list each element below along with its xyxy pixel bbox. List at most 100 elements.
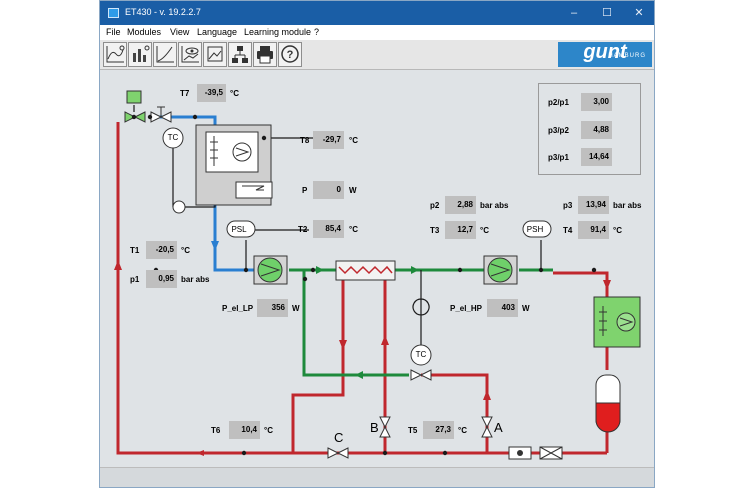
- menu-bar: File Modules View Language Learning modu…: [100, 25, 654, 40]
- sensor-junctions: [131, 114, 597, 456]
- t1-value: -20,5: [146, 241, 177, 259]
- t8-value: -29,7: [313, 131, 344, 149]
- maximize-button[interactable]: ☐: [602, 7, 612, 19]
- title-bar: ET430 - v. 19.2.2.7 – ☐ ✕: [100, 1, 654, 25]
- p-el-lp-label: P_el_LP: [222, 304, 254, 313]
- valve-c-label: C: [334, 430, 344, 445]
- psh-switch: [522, 220, 552, 238]
- valve-b: [379, 416, 391, 438]
- menu-view[interactable]: View: [170, 27, 190, 37]
- p3-unit: bar abs: [613, 201, 642, 210]
- ratio-p3-p1-value: 14,64: [581, 148, 612, 166]
- p-el-hp-label: P_el_HP: [450, 304, 483, 313]
- flow-arrows: [114, 241, 611, 456]
- p-label: P: [302, 186, 308, 195]
- menu-file[interactable]: File: [106, 27, 121, 37]
- p2-unit: bar abs: [480, 201, 509, 210]
- ratio-p3-p2-value: 4,88: [581, 121, 612, 139]
- help-button[interactable]: ?: [278, 42, 302, 67]
- chart-icon: [106, 45, 125, 63]
- sensor-bulb: [172, 200, 186, 214]
- p-el-hp-value: 403: [487, 299, 518, 317]
- svg-text:?: ?: [287, 49, 294, 61]
- intercooler: [335, 260, 396, 281]
- network-button[interactable]: [228, 42, 252, 67]
- t5-unit: °C: [458, 426, 467, 435]
- p2-label: p2: [430, 201, 440, 210]
- expansion-valve-top: [150, 106, 172, 123]
- t6-value: 10,4: [229, 421, 260, 439]
- t7-unit: °C: [230, 89, 239, 98]
- valve-b-label: B: [370, 420, 379, 435]
- intermediate-lines: [289, 268, 553, 377]
- eye-chart-button[interactable]: [178, 42, 202, 67]
- process-diagram: [114, 90, 641, 460]
- p-el-lp-unit: W: [292, 304, 300, 313]
- image-chart-button[interactable]: [203, 42, 227, 67]
- ratio-p2-p1-label: p2/p1: [548, 98, 569, 107]
- t7-value: -39,5: [197, 84, 226, 102]
- p1-unit: bar abs: [181, 275, 210, 284]
- p2-value: 2,88: [445, 196, 476, 214]
- p1-value: 0,95: [146, 270, 177, 288]
- tc-top-circle: [162, 127, 184, 149]
- t8-label: T8: [300, 136, 310, 145]
- p-value: 0: [313, 181, 344, 199]
- lp-compressor: [253, 255, 288, 285]
- bar-chart-icon: [133, 45, 150, 62]
- t1-unit: °C: [181, 246, 190, 255]
- t2-unit: °C: [349, 225, 358, 234]
- p3-label: p3: [563, 201, 573, 210]
- t3-label: T3: [430, 226, 440, 235]
- window-title: ET430 - v. 19.2.2.7: [125, 7, 201, 17]
- app-icon: [108, 8, 119, 18]
- psl-switch: [226, 220, 256, 238]
- log-chart-button[interactable]: [153, 42, 177, 67]
- tc-mid-label: TC: [415, 350, 427, 359]
- p-el-lp-value: 356: [257, 299, 288, 317]
- p-el-hp-unit: W: [522, 304, 530, 313]
- log-chart-icon: [156, 46, 174, 63]
- t4-unit: °C: [613, 226, 622, 235]
- hp-compressor: [483, 255, 518, 285]
- chart-button[interactable]: [103, 42, 127, 67]
- bar-chart-button[interactable]: [128, 42, 152, 67]
- menu-learning-module[interactable]: Learning module: [244, 27, 312, 37]
- t7-label: T7: [180, 89, 190, 98]
- menu-modules[interactable]: Modules: [127, 27, 162, 37]
- minimize-button[interactable]: –: [570, 7, 578, 19]
- psh-label: PSH: [526, 225, 544, 234]
- filter-drier: [508, 446, 563, 460]
- t8-unit: °C: [349, 136, 358, 145]
- p-unit: W: [349, 186, 357, 195]
- psl-label: PSL: [231, 225, 247, 234]
- menu-help[interactable]: ?: [314, 27, 320, 37]
- expansion-valve-mid: [410, 369, 432, 381]
- eye-chart-icon: [181, 46, 199, 63]
- valve-a: [481, 416, 493, 438]
- receiver-tank: [595, 374, 621, 433]
- valve-a-label: A: [494, 420, 503, 435]
- tc-mid-circle: [410, 344, 432, 366]
- t5-label: T5: [408, 426, 418, 435]
- t4-label: T4: [563, 226, 573, 235]
- t5-value: 27,3: [423, 421, 454, 439]
- condenser: [593, 296, 641, 348]
- image-chart-icon: [207, 46, 223, 62]
- close-button[interactable]: ✕: [634, 7, 644, 19]
- network-icon: [232, 46, 248, 63]
- evaporator-chamber: [195, 124, 273, 206]
- t4-value: 91,4: [578, 221, 609, 239]
- p3-value: 13,94: [578, 196, 609, 214]
- t3-value: 12,7: [445, 221, 476, 239]
- solenoid-valve-top: [124, 90, 146, 123]
- print-button[interactable]: [253, 42, 277, 67]
- p1-label: p1: [130, 275, 140, 284]
- ratio-p2-p1-value: 3,00: [581, 93, 612, 111]
- menu-language[interactable]: Language: [197, 27, 238, 37]
- help-icon: ?: [281, 45, 299, 63]
- ratio-p3-p1-label: p3/p1: [548, 153, 569, 162]
- printer-icon: [257, 46, 273, 64]
- tc-top-label: TC: [167, 133, 179, 142]
